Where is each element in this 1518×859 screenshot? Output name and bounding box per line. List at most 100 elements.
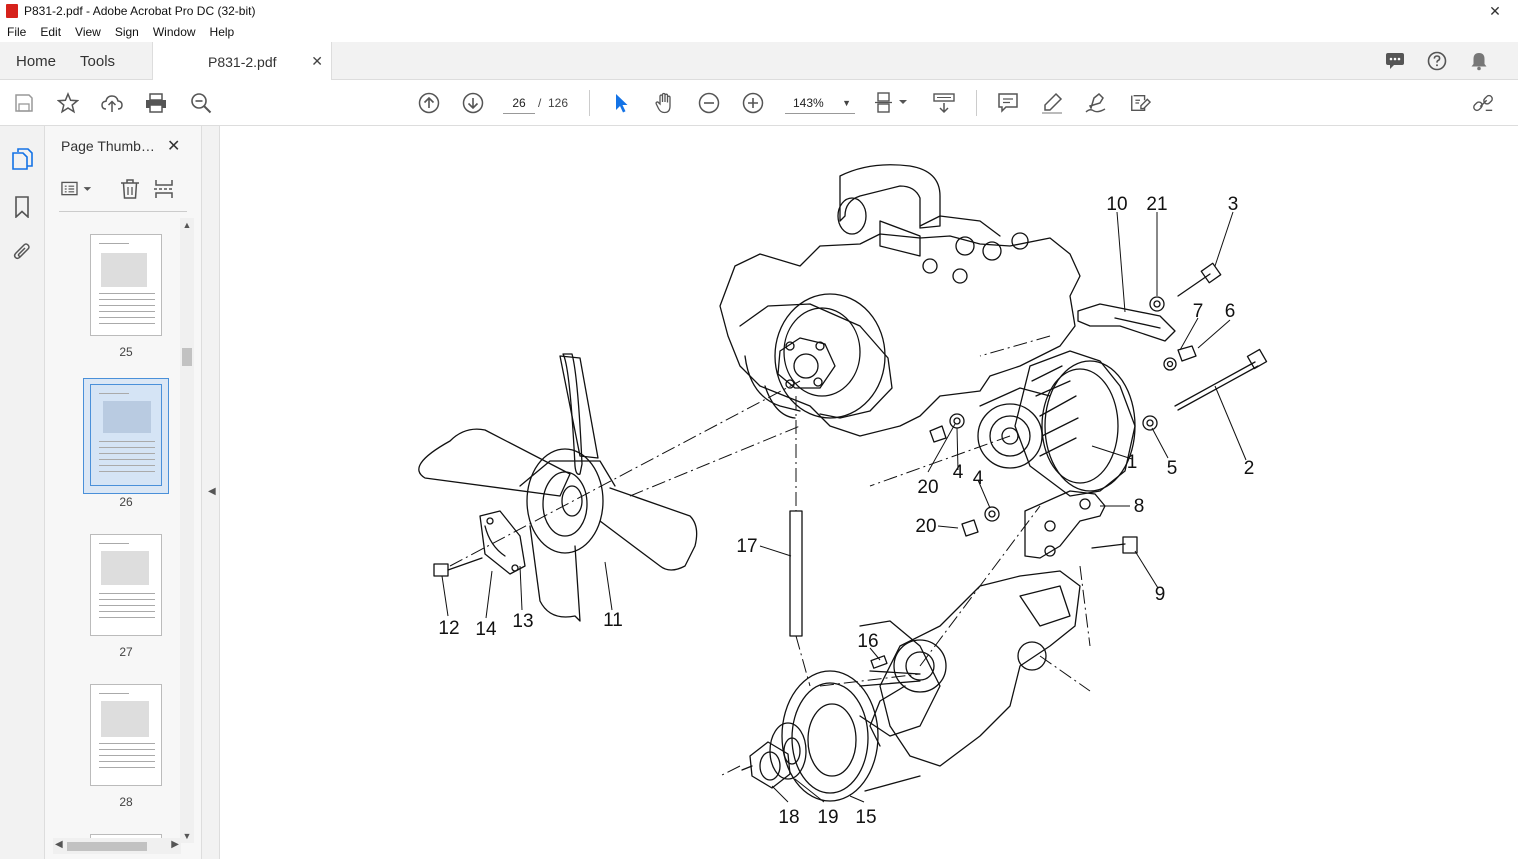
menu-sign[interactable]: Sign [114, 25, 139, 39]
notification-bell-icon[interactable] [1468, 50, 1490, 72]
thumbnail-label: 28 [119, 795, 133, 809]
callout-label: 4 [953, 462, 964, 483]
select-arrow-icon[interactable] [610, 92, 632, 114]
scrollbar-thumb[interactable] [182, 348, 192, 366]
add-comment-icon[interactable] [997, 92, 1019, 114]
total-pages: 126 [548, 96, 569, 110]
thumb-text-line [99, 465, 155, 466]
thumbnail-label: 25 [119, 345, 133, 359]
print-icon[interactable] [145, 92, 167, 114]
thumbnail-options-icon[interactable] [61, 178, 93, 200]
zoom-level-select[interactable]: 143% ▼ [785, 92, 855, 114]
thumbnail-page-28[interactable] [90, 684, 162, 786]
sign-pen-icon[interactable] [1085, 92, 1107, 114]
document-tab-label: P831-2.pdf [208, 53, 277, 70]
thumb-text-line [99, 761, 155, 762]
thumb-text-line [99, 299, 155, 300]
top-nav: Home Tools [16, 42, 139, 80]
attachment-paperclip-icon[interactable] [11, 241, 33, 263]
save-icon[interactable] [13, 92, 35, 114]
main-toolbar: 26 / 126 143% ▼ [0, 80, 1518, 126]
scroll-down-icon[interactable]: ▼ [182, 831, 192, 841]
scroll-up-icon[interactable]: ▲ [182, 220, 192, 230]
close-panel-button[interactable]: ✕ [167, 138, 181, 155]
exploded-parts-diagram: 10 21 3 7 6 1 5 2 20 4 4 20 8 9 17 12 14… [418, 164, 1268, 828]
comment-bubble-icon[interactable] [1384, 50, 1406, 72]
thumb-text-line [99, 743, 155, 744]
thumb-text-line [99, 243, 129, 244]
thumbnail-horizontal-scrollbar[interactable]: ◀ ▶ [53, 838, 181, 854]
callout-label: 4 [973, 468, 984, 489]
collapse-left-icon[interactable]: ◀ [208, 486, 216, 497]
star-bookmark-icon[interactable] [57, 92, 79, 114]
close-tab-button[interactable]: ✕ [311, 53, 323, 69]
thumb-text-line [99, 393, 129, 394]
panel-collapse-handle[interactable]: ◀ [202, 126, 220, 859]
left-navigation-rail [0, 126, 45, 859]
callout-label: 14 [475, 619, 497, 640]
callout-label: 21 [1146, 194, 1167, 215]
menu-bar: File Edit View Sign Window Help [0, 22, 1518, 42]
thumb-text-line [99, 471, 155, 472]
callout-label: 9 [1155, 584, 1166, 605]
callout-label: 17 [736, 536, 757, 557]
fit-page-icon[interactable] [875, 92, 911, 114]
thumb-text-line [99, 459, 155, 460]
callout-label: 10 [1106, 194, 1127, 215]
previous-page-icon[interactable] [418, 92, 440, 114]
organize-pages-icon[interactable] [153, 178, 175, 200]
page-thumbnails-panel: Page Thumb… ✕ 25 26 [45, 126, 202, 859]
callout-label: 5 [1167, 458, 1178, 479]
bookmark-icon[interactable] [11, 196, 33, 218]
thumb-text-line [99, 323, 155, 324]
next-page-icon[interactable] [462, 92, 484, 114]
tab-home[interactable]: Home [16, 52, 57, 70]
scroll-right-icon[interactable]: ▶ [171, 839, 179, 850]
share-link-icon[interactable] [1472, 92, 1494, 114]
callout-label: 3 [1228, 194, 1239, 215]
hand-tool-icon[interactable] [654, 92, 676, 114]
callout-label: 2 [1244, 458, 1255, 479]
menu-window[interactable]: Window [152, 25, 196, 39]
header-actions [1384, 50, 1490, 72]
zoom-search-icon[interactable] [190, 92, 212, 114]
help-icon[interactable] [1426, 50, 1448, 72]
thumbnail-vertical-scrollbar[interactable]: ▲ ▼ [180, 218, 194, 843]
callout-label: 7 [1193, 301, 1204, 322]
thumbnail-page-26[interactable] [90, 384, 162, 486]
scrollbar-thumb[interactable] [67, 842, 147, 851]
page-thumbnails-icon[interactable] [11, 148, 33, 170]
page-separator: / [538, 96, 542, 110]
upload-cloud-icon[interactable] [101, 92, 123, 114]
menu-view[interactable]: View [75, 25, 101, 39]
thumb-text-line [99, 593, 155, 594]
delete-trash-icon[interactable] [119, 178, 141, 200]
highlight-pen-icon[interactable] [1041, 92, 1063, 114]
thumb-text-line [99, 693, 129, 694]
scroll-mode-icon[interactable] [932, 92, 958, 114]
redact-tool-icon[interactable] [1129, 92, 1151, 114]
window-controls: ✕ [1472, 0, 1518, 22]
thumbnail-label: 27 [119, 645, 133, 659]
tab-document[interactable]: P831-2.pdf ✕ [152, 42, 332, 81]
page-number-input[interactable]: 26 [503, 92, 535, 114]
thumbnail-page-27[interactable] [90, 534, 162, 636]
thumb-figure [103, 401, 151, 433]
menu-file[interactable]: File [7, 25, 27, 39]
menu-edit[interactable]: Edit [40, 25, 62, 39]
zoom-in-icon[interactable] [742, 92, 764, 114]
menu-help[interactable]: Help [209, 25, 235, 39]
thumb-text-line [99, 293, 155, 294]
tab-bar: Home Tools P831-2.pdf ✕ [0, 42, 1518, 81]
zoom-out-icon[interactable] [698, 92, 720, 114]
thumb-figure [101, 551, 149, 585]
toolbar-divider [976, 90, 977, 116]
thumbnail-page-25[interactable] [90, 234, 162, 336]
thumb-text-line [99, 317, 155, 318]
close-window-button[interactable]: ✕ [1489, 2, 1501, 19]
tab-tools[interactable]: Tools [80, 52, 116, 70]
scroll-left-icon[interactable]: ◀ [55, 839, 63, 850]
document-view[interactable]: 10 21 3 7 6 1 5 2 20 4 4 20 8 9 17 12 14… [220, 126, 1518, 859]
thumb-text-line [99, 599, 155, 600]
callout-label: 11 [603, 610, 623, 631]
